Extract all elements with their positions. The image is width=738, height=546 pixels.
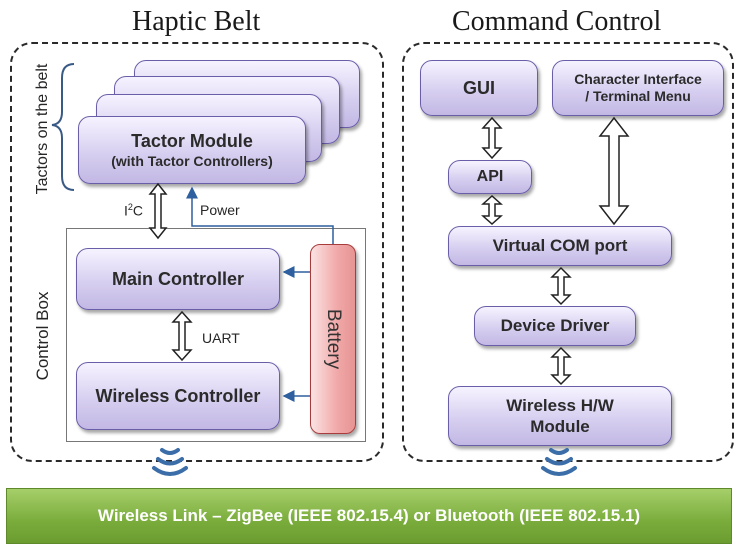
- gui-api-double-arrow: [481, 116, 503, 160]
- wireless-link-bar: Wireless Link – ZigBee (IEEE 802.15.4) o…: [6, 488, 732, 544]
- power-line: [186, 186, 334, 244]
- control-box-frame: [66, 228, 366, 442]
- command-control-title: Command Control: [452, 6, 662, 37]
- battery-box: Battery: [310, 244, 356, 434]
- power-label: Power: [200, 202, 240, 218]
- device-driver-box: Device Driver: [474, 306, 636, 346]
- i2c-label: I2C: [124, 202, 144, 219]
- api-label: API: [476, 168, 504, 185]
- i2c-double-arrow: [148, 182, 168, 240]
- virtual-com-port-label: Virtual COM port: [492, 236, 628, 256]
- wireless-icon-command: [541, 448, 577, 476]
- gui-box: GUI: [420, 60, 538, 116]
- virtual-com-port-box: Virtual COM port: [448, 226, 672, 266]
- terminal-vcom-double-arrow: [598, 116, 630, 226]
- tactor-module-subtitle: (with Tactor Controllers): [111, 152, 273, 169]
- tactor-module-title: Tactor Module: [131, 131, 253, 151]
- uart-double-arrow: [171, 310, 193, 362]
- haptic-belt-title: Haptic Belt: [132, 6, 261, 37]
- tactor-module-box: Tactor Module (with Tactor Controllers): [78, 116, 306, 184]
- character-interface-line2: / Terminal Menu: [585, 88, 691, 104]
- main-controller-box: Main Controller: [76, 248, 280, 310]
- gui-label: GUI: [462, 77, 495, 98]
- wireless-icon-haptic: [152, 448, 188, 476]
- wireless-controller-label: Wireless Controller: [95, 385, 261, 406]
- character-interface-line1: Character Interface: [574, 70, 702, 87]
- uart-label: UART: [202, 330, 240, 346]
- wireless-hw-line1: Wireless H/W: [506, 395, 614, 415]
- vcom-driver-double-arrow: [550, 266, 572, 306]
- wireless-hw-line2: Module: [530, 417, 590, 436]
- wireless-controller-box: Wireless Controller: [76, 362, 280, 430]
- character-interface-box: Character Interface / Terminal Menu: [552, 60, 724, 116]
- api-box: API: [448, 160, 532, 194]
- device-driver-label: Device Driver: [500, 316, 610, 336]
- wireless-link-label: Wireless Link – ZigBee (IEEE 802.15.4) o…: [97, 506, 641, 525]
- tactors-bracket: [51, 63, 75, 191]
- haptic-belt-panel: [10, 42, 384, 462]
- api-vcom-double-arrow: [481, 194, 503, 226]
- driver-hw-double-arrow: [550, 346, 572, 386]
- main-controller-label: Main Controller: [111, 268, 244, 289]
- wireless-hw-module-box: Wireless H/W Module: [448, 386, 672, 446]
